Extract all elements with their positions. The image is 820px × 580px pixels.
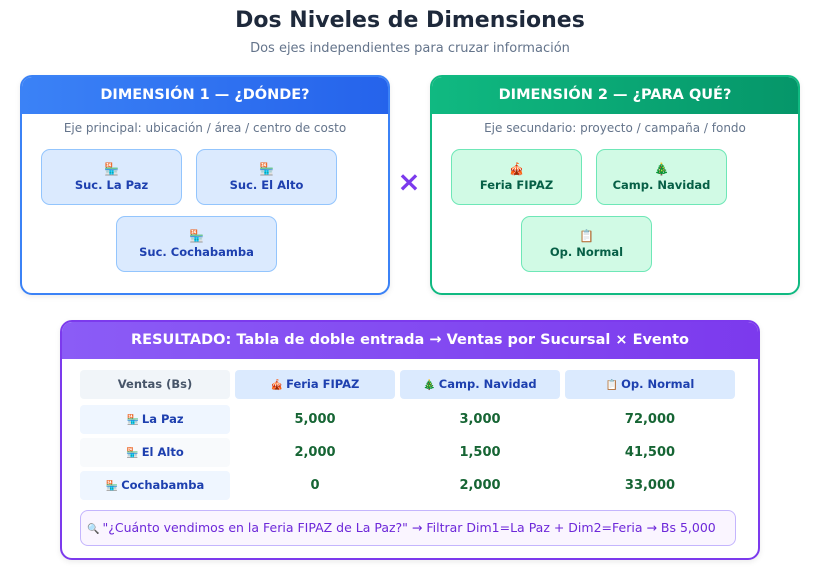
circus-tent-icon: 🎪 [270, 380, 284, 391]
christmas-tree-icon: 🎄 [423, 380, 436, 391]
dimension-1-title: DIMENSIÓN 1 — ¿DÓNDE? [22, 77, 388, 114]
store-icon: 🏪 [189, 229, 204, 243]
clipboard-icon: 📋 [579, 229, 594, 243]
result-panel: RESULTADO: Tabla de doble entrada → Vent… [60, 320, 760, 560]
event-chip-camp-navidad: 🎄 Camp. Navidad [596, 149, 727, 205]
table-cell: 1,500 [459, 445, 501, 460]
row-header-la-paz: 🏪La Paz [80, 405, 230, 434]
table-cell: 0 [310, 478, 320, 493]
event-chip-feria-fipaz: 🎪 Feria FIPAZ [451, 149, 582, 205]
christmas-tree-icon: 🎄 [654, 162, 669, 176]
branch-chip-el-alto: 🏪 Suc. El Alto [196, 149, 337, 205]
table-cell: 2,000 [294, 445, 336, 460]
store-icon: 🏪 [126, 415, 139, 426]
column-header-camp-navidad: 🎄Camp. Navidad [400, 370, 560, 399]
page-subtitle: Dos ejes independientes para cruzar info… [250, 41, 570, 56]
row-header-el-alto: 🏪El Alto [80, 438, 230, 467]
table-cell: 2,000 [459, 478, 501, 493]
event-chip-op-normal: 📋 Op. Normal [521, 216, 652, 272]
chip-label: Op. Normal [549, 245, 624, 259]
dimension-2-title: DIMENSIÓN 2 — ¿PARA QUÉ? [432, 77, 798, 114]
chip-label: Suc. Cochabamba [139, 245, 254, 259]
circus-tent-icon: 🎪 [509, 162, 524, 176]
table-cell: 3,000 [459, 412, 501, 427]
table-cell: 33,000 [624, 478, 676, 493]
store-icon: 🏪 [259, 162, 274, 176]
table-cell: 5,000 [294, 412, 336, 427]
store-icon: 🏪 [104, 162, 119, 176]
branch-chip-cochabamba: 🏪 Suc. Cochabamba [116, 216, 277, 272]
example-query-note: 🔍"¿Cuánto vendimos en la Feria FIPAZ de … [80, 510, 736, 546]
chip-label: Feria FIPAZ [479, 178, 554, 192]
store-icon: 🏪 [126, 448, 139, 459]
table-corner-header: Ventas (Bs) [80, 370, 230, 399]
dimension-2-panel: DIMENSIÓN 2 — ¿PARA QUÉ? Eje secundario:… [430, 75, 800, 295]
page-title: Dos Niveles de Dimensiones [235, 8, 585, 33]
clipboard-icon: 📋 [605, 380, 619, 391]
chip-label: Suc. El Alto [229, 178, 304, 192]
table-cell: 41,500 [624, 445, 676, 460]
store-icon: 🏪 [105, 481, 119, 492]
note-text: "¿Cuánto vendimos en la Feria FIPAZ de L… [102, 520, 716, 535]
table-cell: 72,000 [624, 412, 676, 427]
dimension-1-panel: DIMENSIÓN 1 — ¿DÓNDE? Eje principal: ubi… [20, 75, 390, 295]
chip-label: Suc. La Paz [74, 178, 149, 192]
column-header-op-normal: 📋Op. Normal [565, 370, 735, 399]
magnifier-icon: 🔍 [87, 524, 100, 535]
dimension-2-description: Eje secundario: proyecto / campaña / fon… [484, 121, 746, 135]
branch-chip-la-paz: 🏪 Suc. La Paz [41, 149, 182, 205]
row-header-cochabamba: 🏪Cochabamba [80, 471, 230, 500]
chip-label: Camp. Navidad [612, 178, 711, 192]
dimension-1-description: Eje principal: ubicación / área / centro… [63, 121, 347, 135]
result-title: RESULTADO: Tabla de doble entrada → Vent… [62, 322, 758, 359]
cross-icon: × [397, 165, 421, 198]
column-header-feria-fipaz: 🎪Feria FIPAZ [235, 370, 395, 399]
